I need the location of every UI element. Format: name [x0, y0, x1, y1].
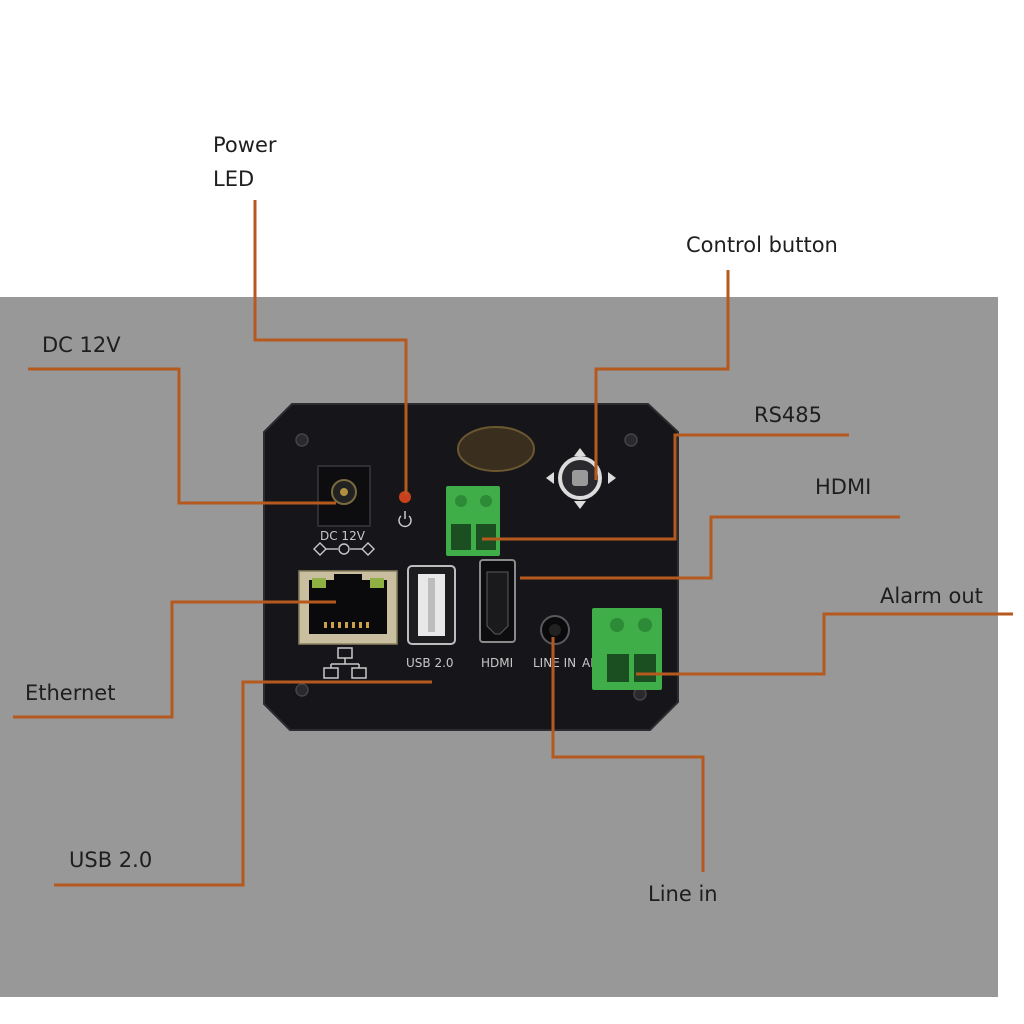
power-led [399, 491, 411, 503]
dc-jack [317, 465, 371, 527]
brand-badge [457, 426, 535, 472]
camera-rear-panel: DC 12V [263, 403, 679, 731]
usb-port [407, 565, 456, 645]
leader-line-hdmi [520, 515, 900, 580]
callout-ethernet: Ethernet [25, 681, 116, 705]
callout-hdmi: HDMI [815, 475, 872, 499]
line-in-marking: LINE IN [533, 656, 576, 670]
callout-control-button: Control button [686, 233, 838, 257]
leader-line-power-led [253, 200, 408, 495]
usb-marking: USB 2.0 [406, 656, 454, 670]
screw-top-right [624, 433, 638, 447]
hdmi-port [479, 559, 516, 643]
callout-alarm-out: Alarm out [880, 584, 983, 608]
leader-line-usb [54, 680, 432, 887]
leader-line-rs485 [482, 433, 849, 541]
line-in-jack [540, 615, 570, 645]
control-button[interactable] [546, 448, 616, 509]
power-symbol-icon [398, 511, 412, 528]
dc-polarity-icon [313, 542, 375, 556]
network-icon [323, 647, 367, 679]
callout-usb-2-0: USB 2.0 [69, 848, 153, 872]
leader-line-line-in [551, 637, 705, 872]
screw-bottom-left [295, 683, 309, 697]
callout-rs485: RS485 [754, 403, 823, 427]
ethernet-port [298, 570, 398, 645]
alarm-terminal-block [592, 608, 662, 690]
leader-line-alarm-out [636, 612, 1013, 676]
leader-line-control-button [594, 270, 730, 480]
callout-power-led: Power LED [213, 133, 277, 191]
dc-marking: DC 12V [320, 529, 366, 543]
hdmi-marking: HDMI [481, 656, 513, 670]
leader-line-dc-12v [28, 367, 336, 505]
rs485-terminal-block [446, 486, 500, 556]
leader-line-ethernet [13, 600, 336, 719]
callout-dc-12v: DC 12V [42, 333, 121, 357]
screw-top-left [295, 433, 309, 447]
callout-line-in: Line in [648, 882, 718, 906]
